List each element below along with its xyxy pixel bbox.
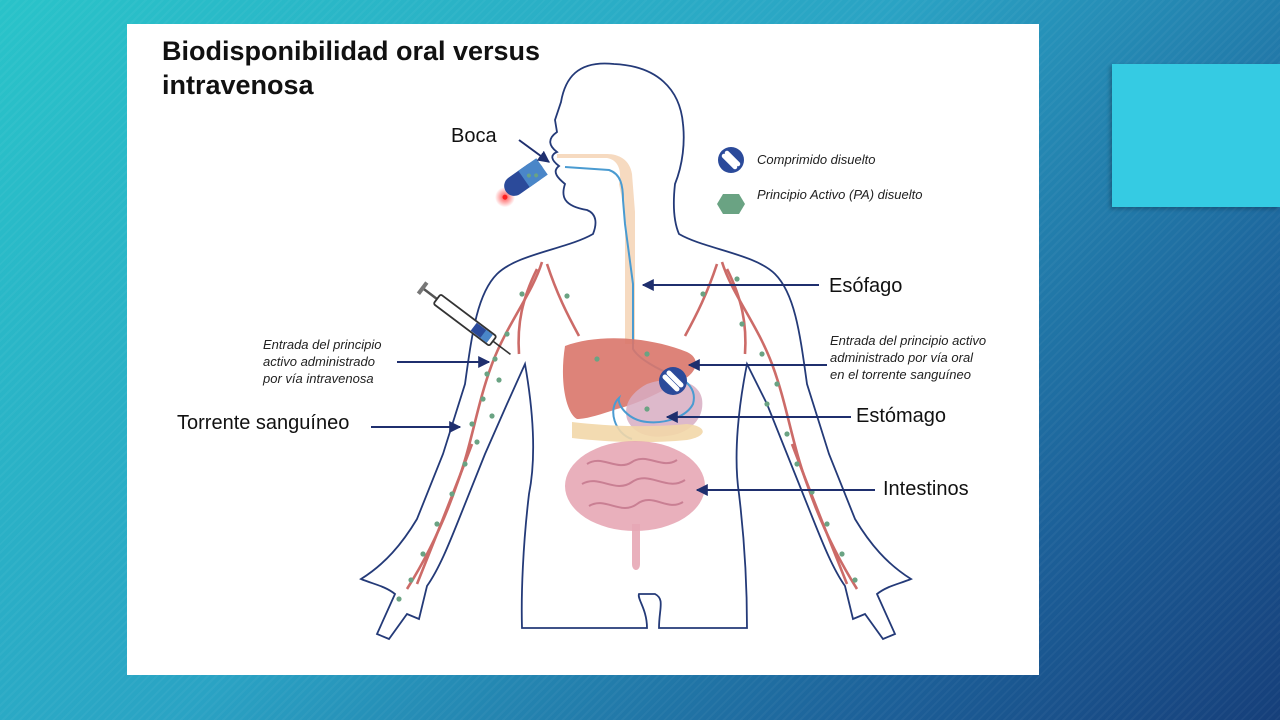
rectum: [632, 524, 640, 570]
legend-hexagon-icon: [717, 194, 745, 214]
label-iv-entry-line-1: Entrada del principio: [263, 337, 382, 352]
pancreas: [572, 422, 703, 443]
label-stomach: Estómago: [856, 405, 947, 427]
label-oral-entry-line-2: administrado por vía oral: [830, 350, 974, 365]
accent-box: [1112, 64, 1280, 207]
syringe-icon: [416, 281, 511, 356]
label-arrows: [371, 139, 875, 496]
legend-active-ingredient-label: Principio Activo (PA) disuelto: [757, 187, 923, 202]
dissolved-tablet-in-stomach: [659, 367, 687, 395]
legend-tablet-label: Comprimido disuelto: [757, 152, 876, 167]
label-mouth: Boca: [451, 125, 497, 147]
intestine-coils: [581, 457, 686, 509]
capsule-icon: [494, 158, 548, 208]
active-ingredient-dots: [396, 276, 858, 602]
diagram-title: Biodisponibilidad oral versus intravenos…: [162, 36, 541, 100]
intestines: [565, 441, 705, 531]
figure-panel: Biodisponibilidad oral versus intravenos…: [127, 24, 1039, 675]
label-oral-entry: Entrada del principio activo administrad…: [830, 332, 986, 383]
label-iv-entry: Entrada del principio activo administrad…: [263, 336, 382, 387]
label-oral-entry-line-1: Entrada del principio activo: [830, 333, 987, 348]
body-diagram: [359, 62, 913, 641]
label-iv-entry-line-2: activo administrado: [263, 354, 375, 369]
label-oral-entry-line-3: en el torrente sanguíneo: [830, 367, 971, 382]
label-iv-entry-line-3: por vía intravenosa: [263, 371, 374, 386]
body-outline: [359, 62, 913, 641]
label-bloodstream: Torrente sanguíneo: [177, 412, 350, 434]
throat-shape: [557, 154, 635, 344]
label-esophagus: Esófago: [829, 275, 903, 297]
stomach-line: [612, 375, 695, 440]
label-intestines: Intestinos: [883, 478, 969, 500]
legend-tablet-icon: [718, 147, 744, 173]
